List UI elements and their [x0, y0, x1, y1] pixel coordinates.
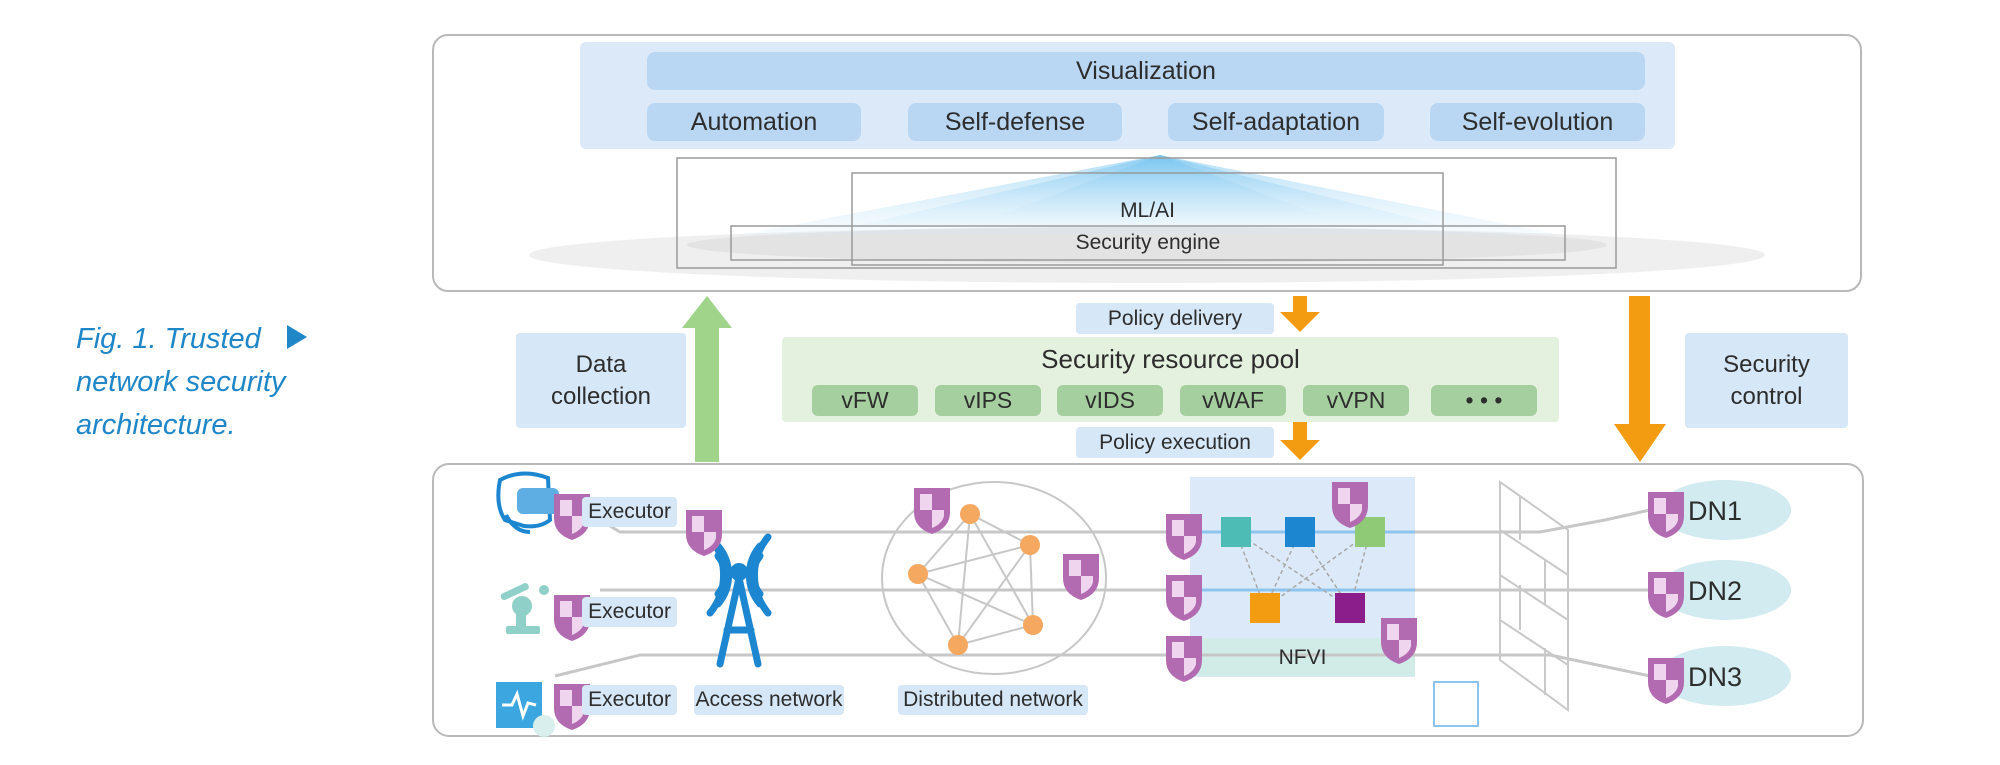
ml-ai-label: ML/AI [1120, 199, 1175, 222]
capability-self-adaptation: Self-adaptation [1168, 103, 1384, 141]
shield-icon [1332, 482, 1368, 528]
visualization-bar: Visualization [647, 52, 1645, 90]
capability-automation: Automation [647, 103, 861, 141]
dn1-label: DN1 [1688, 496, 1743, 526]
pool-item-vips: vIPS [935, 385, 1041, 416]
security-control-line-2: control [1730, 382, 1803, 410]
data-collection-line-2: collection [550, 382, 652, 410]
dn2-label: DN2 [1688, 576, 1743, 606]
vnf-blue [1285, 517, 1315, 547]
data-collection-line-1: Data [575, 350, 627, 378]
nfvi-label: NFVI [1278, 646, 1327, 669]
mesh-nodes [908, 504, 1043, 655]
distributed-network-label: Distributed network [898, 685, 1088, 715]
pool-item-vvpn: vVPN [1303, 385, 1409, 416]
executor-label-1: Executor [582, 497, 677, 527]
mesh-links [917, 513, 1034, 646]
robot-arm-icon [500, 583, 549, 634]
security-control-line-1: Security [1723, 350, 1810, 378]
policy-execution-label: Policy execution [1076, 427, 1274, 458]
vr-headset-icon [496, 471, 559, 534]
dn1-ellipse [1659, 480, 1791, 540]
pool-item-vwaf: vWAF [1180, 385, 1286, 416]
executor-label-3: Executor [582, 685, 677, 715]
dn3-ellipse [1659, 646, 1791, 706]
play-triangle-icon [286, 325, 307, 350]
figure-caption: Fig. 1. Trusted network security archite… [76, 318, 307, 447]
data-up-arrow [682, 296, 732, 462]
pool-item-vfw: vFW [812, 385, 918, 416]
dn3-label: DN3 [1688, 662, 1743, 692]
vnf-orange [1250, 593, 1280, 623]
pool-item-more: • • • [1431, 385, 1537, 416]
security-engine-box [730, 225, 1566, 261]
execution-arrow [1280, 422, 1320, 460]
firewall-wall-icon [1499, 480, 1569, 712]
policy-delivery-label: Policy delivery [1076, 303, 1274, 334]
shield-icon [1063, 554, 1099, 600]
security-control-label: Security control [1685, 333, 1848, 428]
shield-icon [554, 494, 590, 540]
nfvi-band [1190, 638, 1415, 676]
resource-pool-title: Security resource pool [1041, 344, 1300, 374]
line-3 [554, 653, 1651, 678]
engine-outer-box [676, 157, 1617, 269]
health-monitor-icon [496, 682, 555, 737]
distributed-network-ellipse [881, 481, 1107, 675]
dn2-ellipse [1659, 560, 1791, 620]
shield-icon [1648, 658, 1684, 704]
caption-line-2: network security [76, 366, 286, 398]
shield-icon [914, 488, 950, 534]
shield-icon [1166, 636, 1202, 682]
ml-ai-box [851, 172, 1444, 266]
vnf-purple [1335, 593, 1365, 623]
caption-line-3: architecture. [76, 409, 236, 441]
shield-icon [1648, 492, 1684, 538]
access-network-label: Access network [694, 685, 844, 715]
shield-icons [554, 482, 1684, 730]
shield-icon [1166, 514, 1202, 560]
delivery-arrow [1280, 296, 1320, 332]
executor-label-2: Executor [582, 597, 677, 627]
shield-icon [1381, 618, 1417, 664]
security-engine-label: Security engine [1075, 231, 1221, 254]
shield-icon [1648, 572, 1684, 618]
shield-icon [1166, 575, 1202, 621]
caption-line-1: Fig. 1. Trusted [76, 323, 261, 355]
shield-icon [686, 510, 722, 556]
capability-self-defense: Self-defense [908, 103, 1122, 141]
capability-self-evolution: Self-evolution [1430, 103, 1645, 141]
data-collection-label: Data collection [516, 333, 686, 428]
vnf-teal [1221, 517, 1251, 547]
small-square-icon [1433, 681, 1479, 727]
shield-icon [554, 595, 590, 641]
shield-icon [554, 684, 590, 730]
control-down-arrow [1614, 296, 1666, 462]
pool-item-vids: vIDS [1057, 385, 1163, 416]
